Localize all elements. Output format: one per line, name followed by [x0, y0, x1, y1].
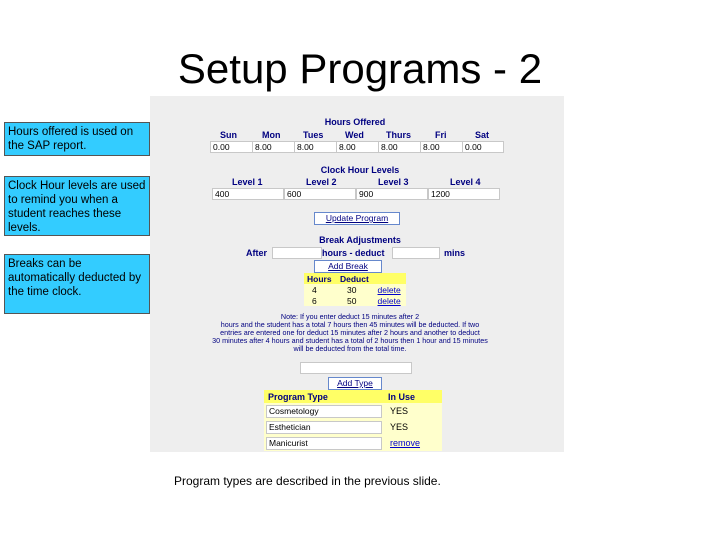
level-label-3: Level 3	[378, 177, 409, 187]
break-deduct-input[interactable]	[392, 247, 440, 259]
col-header-hours: Hours	[304, 273, 337, 284]
breaks-table: Hours Deduct 4 30 delete 6 50 delete	[304, 273, 406, 306]
callout-hours-offered: Hours offered is used on the SAP report.	[4, 122, 150, 156]
note-line: entries are entered one for deduct 15 mi…	[220, 328, 480, 337]
hours-input-tues[interactable]: 8.00	[294, 141, 340, 153]
note-line: Note: If you enter deduct 15 minutes aft…	[280, 312, 420, 321]
remove-type-link[interactable]: remove	[384, 435, 442, 451]
slide-caption: Program types are described in the previ…	[174, 474, 441, 488]
col-header-in-use: In Use	[384, 390, 442, 403]
callout-breaks: Breaks can be automatically deducted by …	[4, 254, 150, 314]
hours-input-wed[interactable]: 8.00	[336, 141, 382, 153]
level-label-2: Level 2	[306, 177, 337, 187]
hours-input-mon[interactable]: 8.00	[252, 141, 298, 153]
hours-input-sat[interactable]: 0.00	[462, 141, 504, 153]
note-line: will be deducted from the total time.	[293, 344, 407, 353]
col-header-program-type: Program Type	[264, 390, 384, 403]
update-program-button[interactable]: Update Program	[314, 212, 400, 225]
hours-input-fri[interactable]: 8.00	[420, 141, 466, 153]
day-label-mon: Mon	[262, 130, 281, 140]
delete-break-link[interactable]: delete	[374, 284, 406, 295]
level-input-4[interactable]: 1200	[428, 188, 500, 200]
note-line: hours and the student has a total 7 hour…	[220, 320, 480, 329]
day-label-tues: Tues	[303, 130, 324, 140]
break-adjustments-title: Break Adjustments	[319, 235, 401, 245]
table-row: 6 50 delete	[304, 295, 406, 306]
table-row: Cosmetology YES	[264, 403, 442, 419]
hours-offered-title: Hours Offered	[324, 117, 386, 127]
program-types-table: Program Type In Use Cosmetology YES Esth…	[264, 390, 442, 451]
break-after-input[interactable]	[272, 247, 322, 259]
table-row: Manicurist remove	[264, 435, 442, 451]
slide-title: Setup Programs - 2	[177, 45, 543, 92]
clock-hour-levels-title: Clock Hour Levels	[320, 165, 400, 175]
program-type-name-input[interactable]: Manicurist	[266, 436, 382, 450]
note-line: 30 minutes after 4 hours and student has…	[212, 336, 488, 345]
break-deduct: 50	[336, 295, 375, 306]
mins-label: mins	[444, 248, 466, 258]
day-label-fri: Fri	[435, 130, 447, 140]
day-label-sat: Sat	[475, 130, 490, 140]
add-break-button[interactable]: Add Break	[314, 260, 382, 273]
level-input-2[interactable]: 600	[284, 188, 356, 200]
break-deduct: 30	[336, 284, 375, 295]
in-use-value: YES	[384, 403, 442, 419]
hours-deduct-label: hours - deduct	[322, 248, 385, 258]
level-label-4: Level 4	[450, 177, 481, 187]
break-note: Note: If you enter deduct 15 minutes aft…	[170, 313, 530, 353]
in-use-value: YES	[384, 419, 442, 435]
col-header-deduct: Deduct	[336, 273, 375, 284]
program-type-input[interactable]	[300, 362, 412, 374]
after-label: After	[246, 248, 268, 258]
level-input-1[interactable]: 400	[212, 188, 284, 200]
hours-input-thurs[interactable]: 8.00	[378, 141, 424, 153]
level-input-3[interactable]: 900	[356, 188, 428, 200]
callout-clock-hour-levels: Clock Hour levels are used to remind you…	[4, 176, 150, 236]
program-type-name-input[interactable]: Cosmetology	[266, 404, 382, 418]
day-label-thurs: Thurs	[386, 130, 412, 140]
hours-input-sun[interactable]: 0.00	[210, 141, 256, 153]
table-row: Esthetician YES	[264, 419, 442, 435]
break-hours: 4	[304, 284, 337, 295]
program-type-name-input[interactable]: Esthetician	[266, 420, 382, 434]
level-label-1: Level 1	[232, 177, 263, 187]
day-label-wed: Wed	[345, 130, 364, 140]
add-type-button[interactable]: Add Type	[328, 377, 382, 390]
break-hours: 6	[304, 295, 337, 306]
col-header-action	[374, 273, 406, 284]
day-label-sun: Sun	[220, 130, 237, 140]
delete-break-link[interactable]: delete	[374, 295, 406, 306]
table-row: 4 30 delete	[304, 284, 406, 295]
